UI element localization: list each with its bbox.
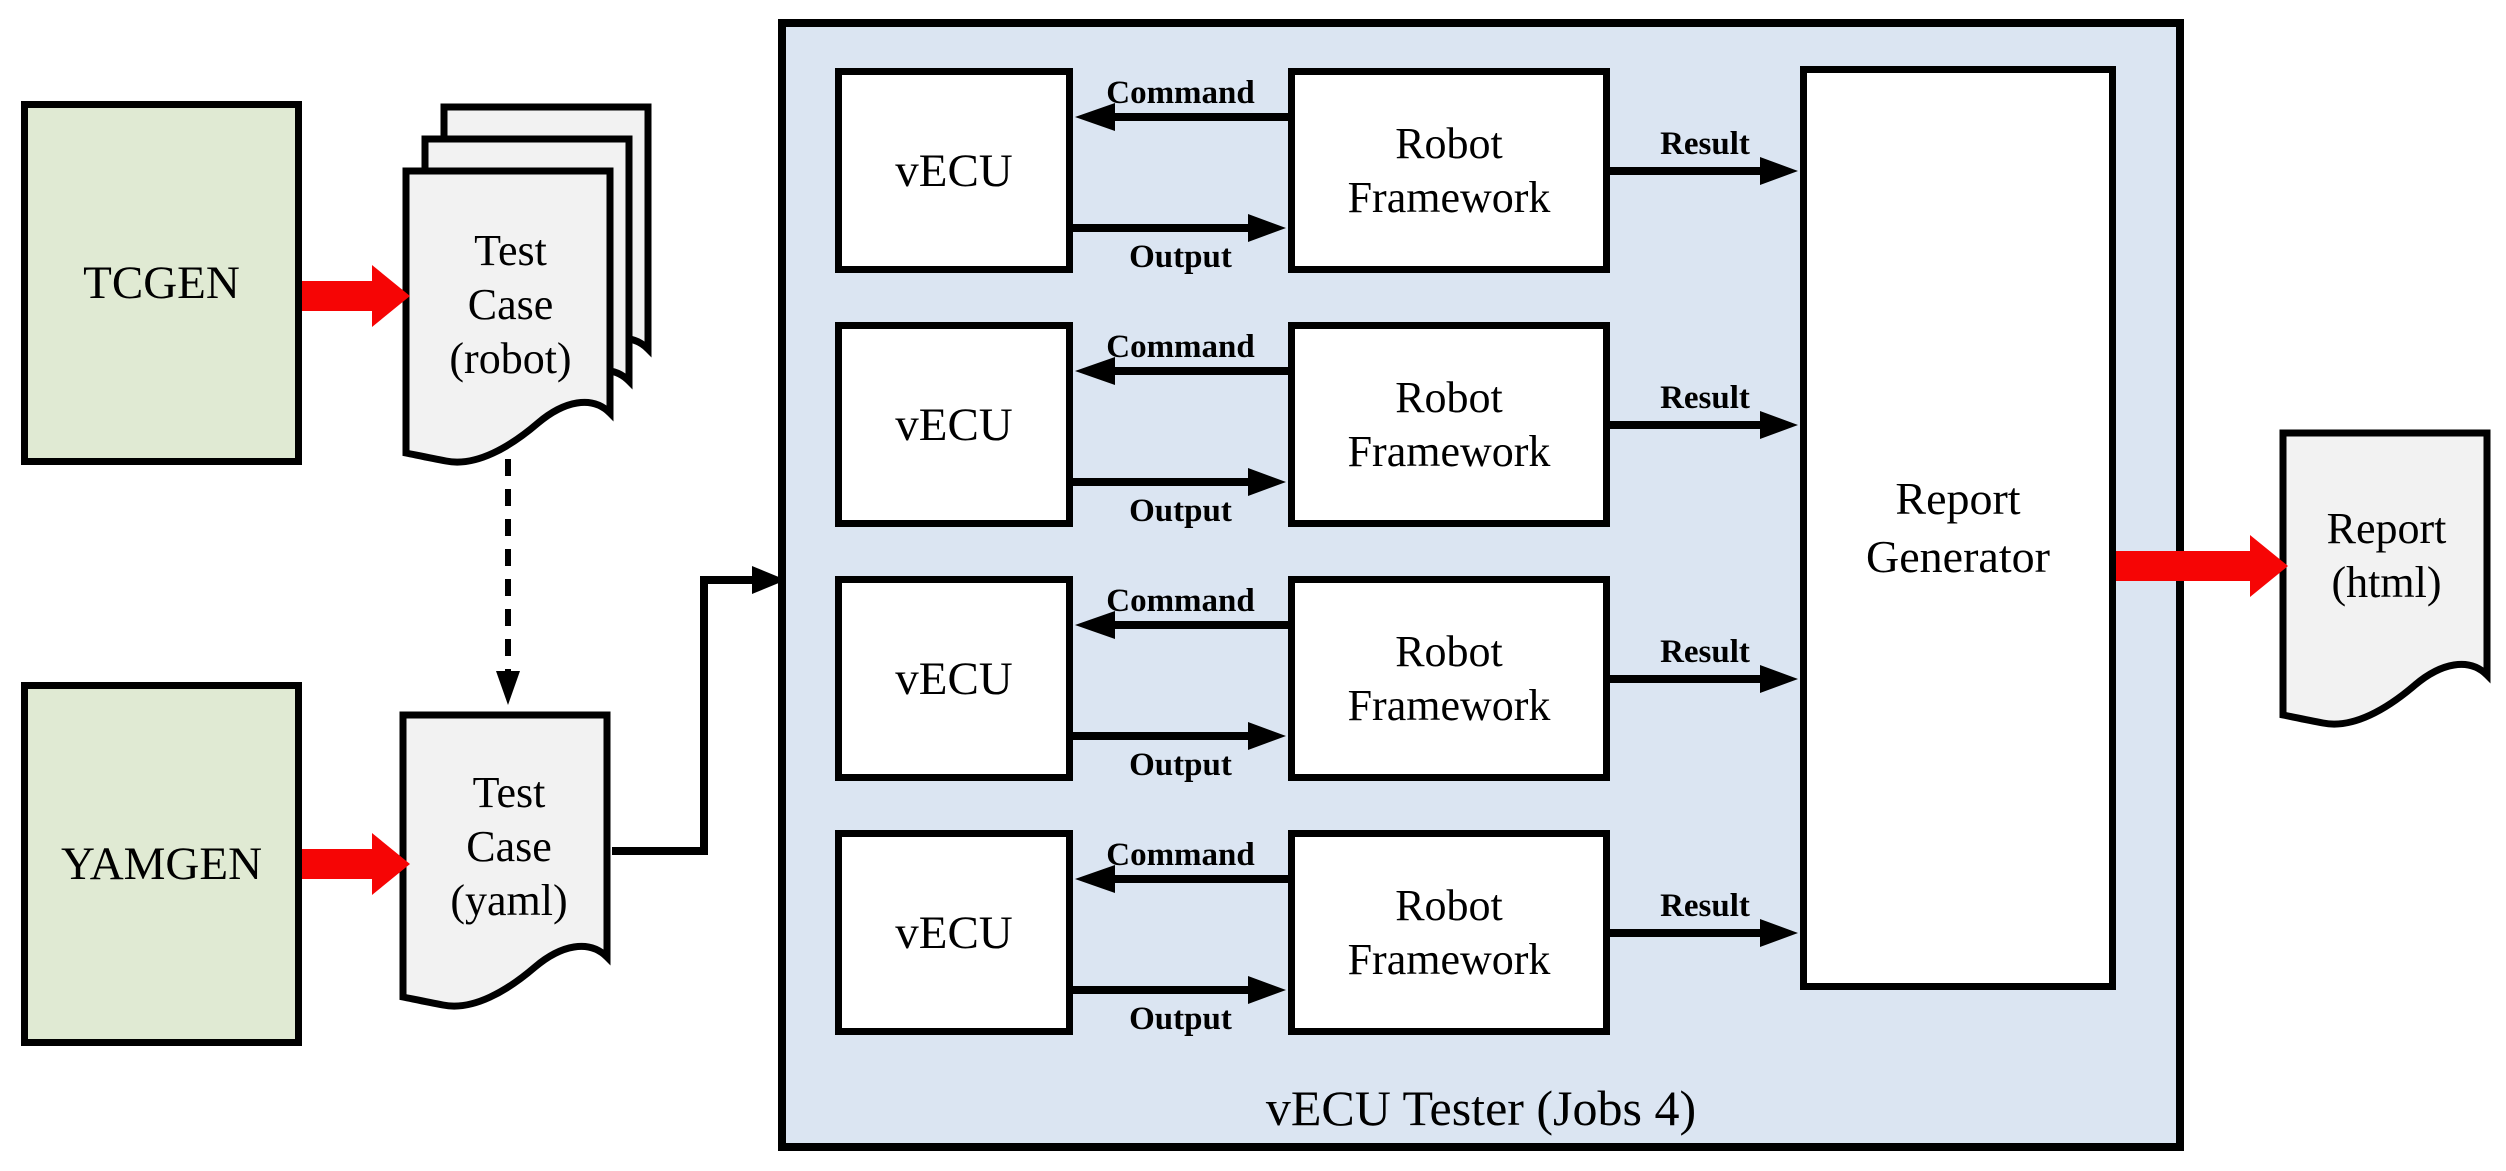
vecu-label: vECU	[895, 652, 1013, 705]
output-arrow	[1073, 214, 1286, 242]
robot-framework-box: Robot Framework	[1288, 830, 1610, 1035]
vecu-box: vECU	[835, 830, 1073, 1035]
job-row-1: vECU Robot Framework Command Output Resu…	[0, 68, 2506, 275]
yaml-to-tester-connector	[612, 566, 786, 855]
yamgen-to-yaml-red-arrow	[302, 833, 410, 895]
vecu-label: vECU	[895, 906, 1013, 959]
robot-to-yaml-dashed-arrow	[496, 459, 520, 705]
robot-framework-label: Robot Framework	[1347, 372, 1551, 476]
output-arrow	[1073, 976, 1286, 1004]
robot-framework-box: Robot Framework	[1288, 576, 1610, 781]
yamgen-label: YAMGEN	[60, 838, 263, 890]
generator-to-report-red-arrow	[2116, 535, 2288, 597]
result-arrow	[1610, 919, 1798, 947]
output-arrow	[1073, 722, 1286, 750]
output-label: Output	[1129, 747, 1232, 783]
command-label: Command	[1106, 837, 1255, 873]
robot-framework-label: Robot Framework	[1347, 626, 1551, 730]
robot-framework-box: Robot Framework	[1288, 68, 1610, 273]
vecu-label: vECU	[895, 398, 1013, 451]
report-generator-box: Report Generator	[1800, 66, 2116, 990]
tcgen-box: TCGEN	[21, 101, 302, 465]
output-label: Output	[1129, 493, 1232, 529]
result-arrow	[1610, 665, 1798, 693]
output-label: Output	[1129, 239, 1232, 275]
vecu-box: vECU	[835, 68, 1073, 273]
vecu-tester-title: vECU Tester (Jobs 4)	[1265, 1080, 1697, 1136]
yamgen-box: YAMGEN	[21, 682, 302, 1046]
robot-framework-label: Robot Framework	[1347, 880, 1551, 984]
robot-framework-label: Robot Framework	[1347, 118, 1551, 222]
command-arrow	[1075, 611, 1288, 639]
test-case-yaml-doc	[399, 711, 611, 1010]
vecu-label: vECU	[895, 144, 1013, 197]
tcgen-to-robot-red-arrow	[302, 265, 410, 327]
tcgen-label: TCGEN	[83, 257, 240, 309]
test-case-yaml-label: Test Case (yaml)	[450, 768, 568, 925]
command-label: Command	[1106, 583, 1255, 619]
report-html-doc	[2279, 429, 2491, 728]
output-label: Output	[1129, 1001, 1232, 1037]
result-label: Result	[1660, 888, 1750, 924]
report-html-label: Report (html)	[2326, 504, 2447, 607]
command-label: Command	[1106, 329, 1255, 365]
command-arrow	[1075, 865, 1288, 893]
job-row-3: vECU Robot Framework Command Output Resu…	[0, 576, 2506, 783]
job-row-2: vECU Robot Framework Command Output Resu…	[0, 322, 2506, 529]
test-case-robot-doc-stack	[402, 103, 652, 466]
command-label: Command	[1106, 75, 1255, 111]
output-arrow	[1073, 468, 1286, 496]
job-row-4: vECU Robot Framework Command Output Resu…	[0, 830, 2506, 1037]
test-case-robot-label: Test Case (robot)	[449, 226, 572, 383]
result-label: Result	[1660, 126, 1750, 162]
robot-framework-box: Robot Framework	[1288, 322, 1610, 527]
report-generator-label: Report Generator	[1866, 473, 2050, 582]
result-label: Result	[1660, 634, 1750, 670]
vecu-box: vECU	[835, 322, 1073, 527]
result-label: Result	[1660, 380, 1750, 416]
result-arrow	[1610, 411, 1798, 439]
command-arrow	[1075, 357, 1288, 385]
vecu-box: vECU	[835, 576, 1073, 781]
result-arrow	[1610, 157, 1798, 185]
command-arrow	[1075, 103, 1288, 131]
